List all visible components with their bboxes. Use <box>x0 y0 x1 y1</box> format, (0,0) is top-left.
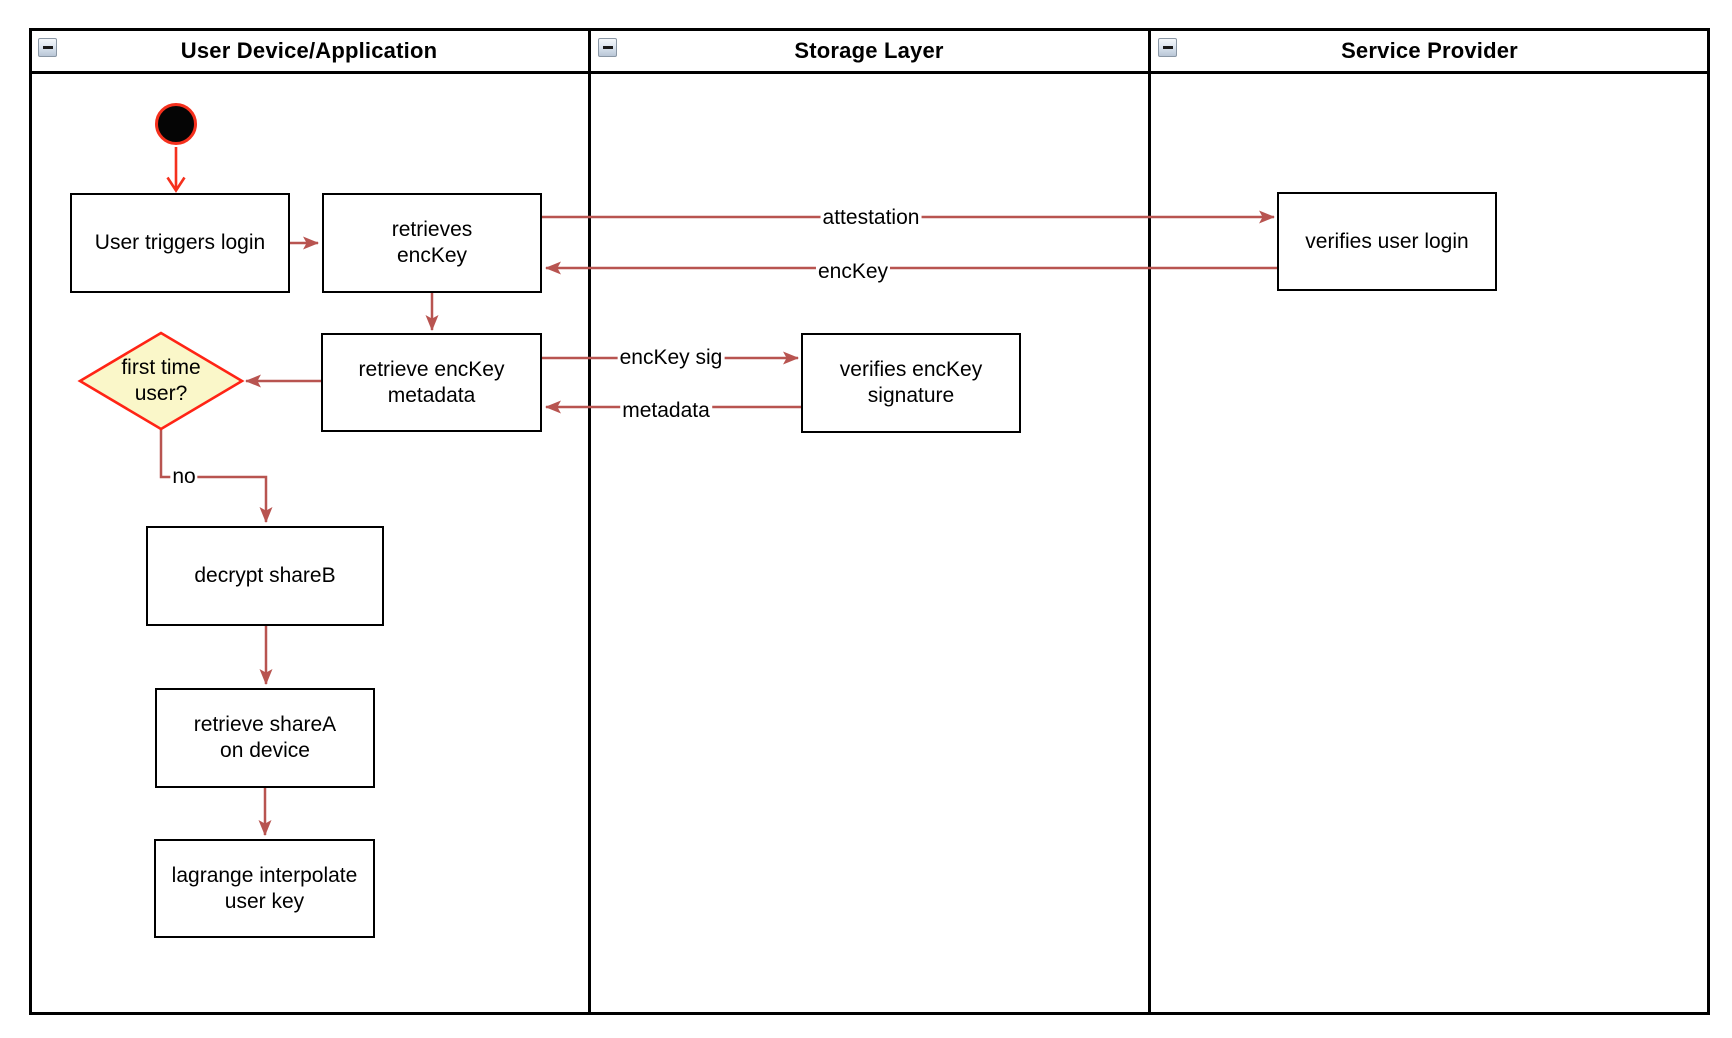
edge-label-enckey-sig: encKey sig <box>617 346 725 370</box>
lane-title-user-device: User Device/Application <box>180 37 438 63</box>
lane-divider-2 <box>1148 28 1151 1015</box>
activity-retrieves-enckey[interactable]: retrieves encKey <box>322 193 542 293</box>
minus-icon <box>602 46 613 49</box>
activity-lagrange-interpolate[interactable]: lagrange interpolate user key <box>154 839 375 938</box>
decision-diamond-label: first time user? <box>121 356 201 405</box>
activity-retrieve-sharea[interactable]: retrieve shareA on device <box>155 688 375 788</box>
activity-verifies-user-login[interactable]: verifies user login <box>1277 192 1497 291</box>
lane-title-storage-layer: Storage Layer <box>794 37 944 63</box>
collapse-lane-button[interactable] <box>38 38 57 57</box>
minus-icon <box>1162 46 1173 49</box>
activity-verifies-enckey-signature[interactable]: verifies encKey signature <box>801 333 1021 433</box>
edge-label-metadata: metadata <box>620 399 712 423</box>
minus-icon <box>42 46 53 49</box>
edge-label-attestation: attestation <box>820 206 922 230</box>
edge-start-to-login <box>166 147 186 193</box>
lane-header-user-device: User Device/Application <box>29 28 589 73</box>
activity-retrieve-enckey-metadata[interactable]: retrieve encKey metadata <box>321 333 542 432</box>
edge-label-no: no <box>170 465 198 489</box>
initial-node[interactable] <box>155 103 197 145</box>
lane-title-service-provider: Service Provider <box>1341 37 1518 63</box>
collapse-lane-button[interactable] <box>1158 38 1177 57</box>
edge-decision-no-to-decrypt <box>159 429 273 523</box>
lane-divider-1 <box>588 28 591 1015</box>
activity-decrypt-shareb[interactable]: decrypt shareB <box>146 526 384 626</box>
swimlane-pool <box>29 28 1710 1015</box>
activity-user-triggers-login[interactable]: User triggers login <box>70 193 290 293</box>
lane-header-service-provider: Service Provider <box>1149 28 1710 73</box>
edge-label-enckey: encKey <box>815 260 891 284</box>
lane-header-underline <box>29 71 1710 74</box>
collapse-lane-button[interactable] <box>598 38 617 57</box>
lane-header-storage-layer: Storage Layer <box>589 28 1149 73</box>
decision-diamond[interactable] <box>77 331 245 431</box>
